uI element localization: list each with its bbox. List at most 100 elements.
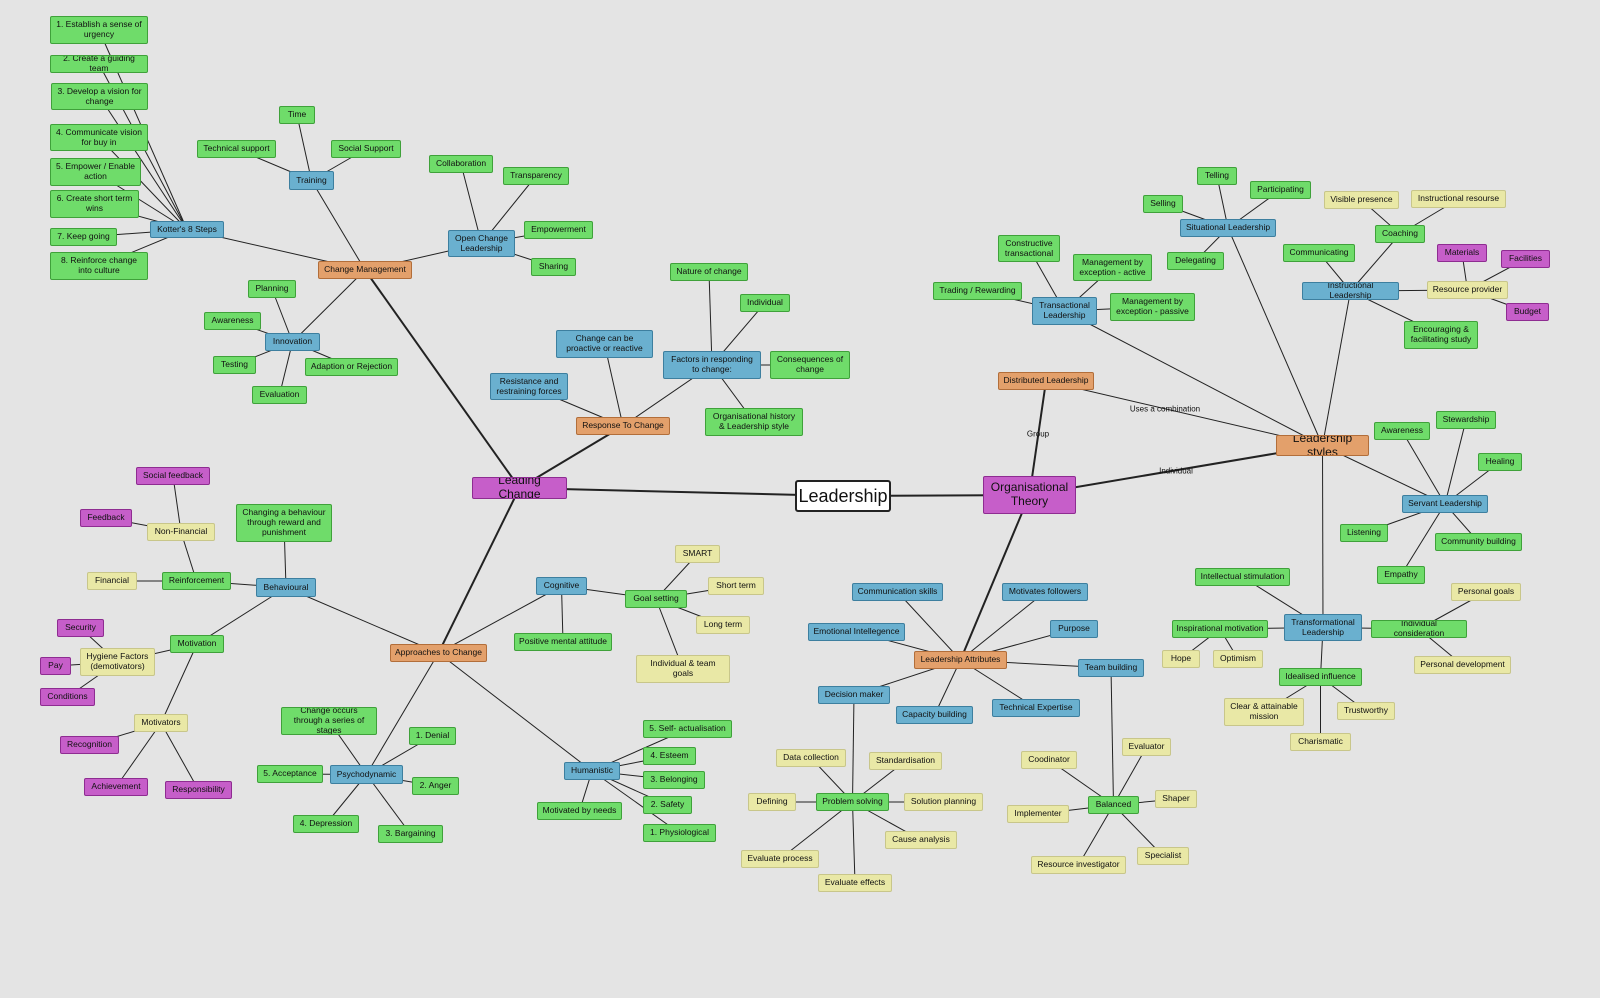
node-listening[interactable]: Listening xyxy=(1340,524,1388,542)
node-motivated-needs[interactable]: Motivated by needs xyxy=(537,802,622,820)
node-social-feedback[interactable]: Social feedback xyxy=(136,467,210,485)
node-evaluator[interactable]: Evaluator xyxy=(1122,738,1171,756)
node-standardisation[interactable]: Standardisation xyxy=(869,752,942,770)
node-root[interactable]: Leadership xyxy=(795,480,891,512)
node-open-change[interactable]: Open Change Leadership xyxy=(448,230,515,257)
node-idealised[interactable]: Idealised influence xyxy=(1279,668,1362,686)
node-comm-skills[interactable]: Communication skills xyxy=(852,583,943,601)
node-responsibility[interactable]: Responsibility xyxy=(165,781,232,799)
node-trading[interactable]: Trading / Rewarding xyxy=(933,282,1022,300)
node-emotional[interactable]: Emotional Intellegence xyxy=(808,623,905,641)
node-time[interactable]: Time xyxy=(279,106,315,124)
node-humanistic[interactable]: Humanistic xyxy=(564,762,620,780)
node-safety[interactable]: 2. Safety xyxy=(643,796,692,814)
node-behavioural[interactable]: Behavioural xyxy=(256,578,316,597)
node-resource-provider[interactable]: Resource provider xyxy=(1427,281,1508,299)
node-motivators[interactable]: Motivators xyxy=(134,714,188,732)
node-goal-setting[interactable]: Goal setting xyxy=(625,590,687,608)
node-personal-dev[interactable]: Personal development xyxy=(1414,656,1511,674)
node-charismatic[interactable]: Charismatic xyxy=(1290,733,1351,751)
node-decision-maker[interactable]: Decision maker xyxy=(818,686,890,704)
node-capacity[interactable]: Capacity building xyxy=(896,706,973,724)
node-cause-analysis[interactable]: Cause analysis xyxy=(885,831,957,849)
node-encouraging[interactable]: Encouraging & facilitating study xyxy=(1404,321,1478,349)
node-anger[interactable]: 2. Anger xyxy=(412,777,459,795)
node-k4[interactable]: 4. Communicate vision for buy in xyxy=(50,124,148,151)
node-leadership-attributes[interactable]: Leadership Attributes xyxy=(914,651,1007,669)
node-consequences[interactable]: Consequences of change xyxy=(770,351,850,379)
node-k2[interactable]: 2. Create a guiding team xyxy=(50,55,148,73)
node-feedback[interactable]: Feedback xyxy=(80,509,132,527)
node-awareness-s[interactable]: Awareness xyxy=(1374,422,1430,440)
node-nature[interactable]: Nature of change xyxy=(670,263,748,281)
node-adoption[interactable]: Adaption or Rejection xyxy=(305,358,398,376)
node-mbe-active[interactable]: Management by exception - active xyxy=(1073,254,1152,281)
node-inspirational[interactable]: Inspirational motivation xyxy=(1172,620,1268,638)
node-conditions[interactable]: Conditions xyxy=(40,688,95,706)
node-evaluate-process[interactable]: Evaluate process xyxy=(741,850,819,868)
node-leadership-styles[interactable]: Leadership styles xyxy=(1276,435,1369,456)
node-facilities[interactable]: Facilities xyxy=(1501,250,1550,268)
node-stages[interactable]: Change occurs through a series of stages xyxy=(281,707,377,735)
node-stewardship[interactable]: Stewardship xyxy=(1436,411,1496,429)
node-transformational[interactable]: Transformational Leadership xyxy=(1284,614,1362,641)
node-motivation[interactable]: Motivation xyxy=(170,635,224,653)
node-healing[interactable]: Healing xyxy=(1478,453,1522,471)
node-instructional[interactable]: Instructional Leadership xyxy=(1302,282,1399,300)
node-long-term[interactable]: Long term xyxy=(696,616,750,634)
node-instructional-resource[interactable]: Instructional resourse xyxy=(1411,190,1506,208)
node-personal-goals[interactable]: Personal goals xyxy=(1451,583,1521,601)
node-training[interactable]: Training xyxy=(289,171,334,190)
node-short-term[interactable]: Short term xyxy=(708,577,764,595)
node-depression[interactable]: 4. Depression xyxy=(293,815,359,833)
node-transparency[interactable]: Transparency xyxy=(503,167,569,185)
node-coaching[interactable]: Coaching xyxy=(1375,225,1425,243)
node-ind-team-goals[interactable]: Individual & team goals xyxy=(636,655,730,683)
node-k6[interactable]: 6. Create short term wins xyxy=(50,190,139,218)
node-mbe-passive[interactable]: Management by exception - passive xyxy=(1110,293,1195,321)
node-empathy[interactable]: Empathy xyxy=(1377,566,1425,584)
node-financial[interactable]: Financial xyxy=(87,572,137,590)
node-hope[interactable]: Hope xyxy=(1162,650,1200,668)
node-proactive[interactable]: Change can be proactive or reactive xyxy=(556,330,653,358)
node-trustworthy[interactable]: Trustworthy xyxy=(1337,702,1395,720)
node-shaper[interactable]: Shaper xyxy=(1155,790,1197,808)
node-kotter[interactable]: Kotter's 8 Steps xyxy=(150,221,224,238)
node-balanced[interactable]: Balanced xyxy=(1088,796,1139,814)
node-specialist[interactable]: Specialist xyxy=(1137,847,1189,865)
node-visible-presence[interactable]: Visible presence xyxy=(1324,191,1399,209)
node-innovation[interactable]: Innovation xyxy=(265,333,320,351)
node-self-act[interactable]: 5. Self- actualisation xyxy=(643,720,732,738)
node-problem-solving[interactable]: Problem solving xyxy=(816,793,889,811)
node-non-financial[interactable]: Non-Financial xyxy=(147,523,215,541)
node-achievement[interactable]: Achievement xyxy=(84,778,148,796)
node-materials[interactable]: Materials xyxy=(1437,244,1487,262)
node-communicating[interactable]: Communicating xyxy=(1283,244,1355,262)
node-org-history[interactable]: Organisational history & Leadership styl… xyxy=(705,408,803,436)
node-delegating[interactable]: Delegating xyxy=(1167,252,1224,270)
node-coodinator[interactable]: Coodinator xyxy=(1021,751,1077,769)
node-community[interactable]: Community building xyxy=(1435,533,1522,551)
node-testing[interactable]: Testing xyxy=(213,356,256,374)
node-constructive[interactable]: Constructive transactional xyxy=(998,235,1060,262)
node-clear-mission[interactable]: Clear & attainable mission xyxy=(1224,698,1304,726)
node-tech-expertise[interactable]: Technical Expertise xyxy=(992,699,1080,717)
node-telling[interactable]: Telling xyxy=(1197,167,1237,185)
node-implementer[interactable]: Implementer xyxy=(1007,805,1069,823)
node-belonging[interactable]: 3. Belonging xyxy=(643,771,705,789)
node-awareness-i[interactable]: Awareness xyxy=(204,312,261,330)
node-ind-consideration[interactable]: Individual consideration xyxy=(1371,620,1467,638)
node-org-theory[interactable]: Organisational Theory xyxy=(983,476,1076,514)
node-smart[interactable]: SMART xyxy=(675,545,720,563)
node-esteem[interactable]: 4. Esteem xyxy=(643,747,696,765)
node-evaluation[interactable]: Evaluation xyxy=(252,386,307,404)
node-distributed[interactable]: Distributed Leadership xyxy=(998,372,1094,390)
node-factors[interactable]: Factors in responding to change: xyxy=(663,351,761,379)
node-change-mgmt[interactable]: Change Management xyxy=(318,261,412,279)
node-positive-mental[interactable]: Positive mental attitude xyxy=(514,633,612,651)
node-intellectual[interactable]: Intellectual stimulation xyxy=(1195,568,1290,586)
node-k7[interactable]: 7. Keep going xyxy=(50,228,117,246)
node-resistance[interactable]: Resistance and restraining forces xyxy=(490,373,568,400)
node-k1[interactable]: 1. Establish a sense of urgency xyxy=(50,16,148,44)
node-hygiene[interactable]: Hygiene Factors (demotivators) xyxy=(80,648,155,676)
